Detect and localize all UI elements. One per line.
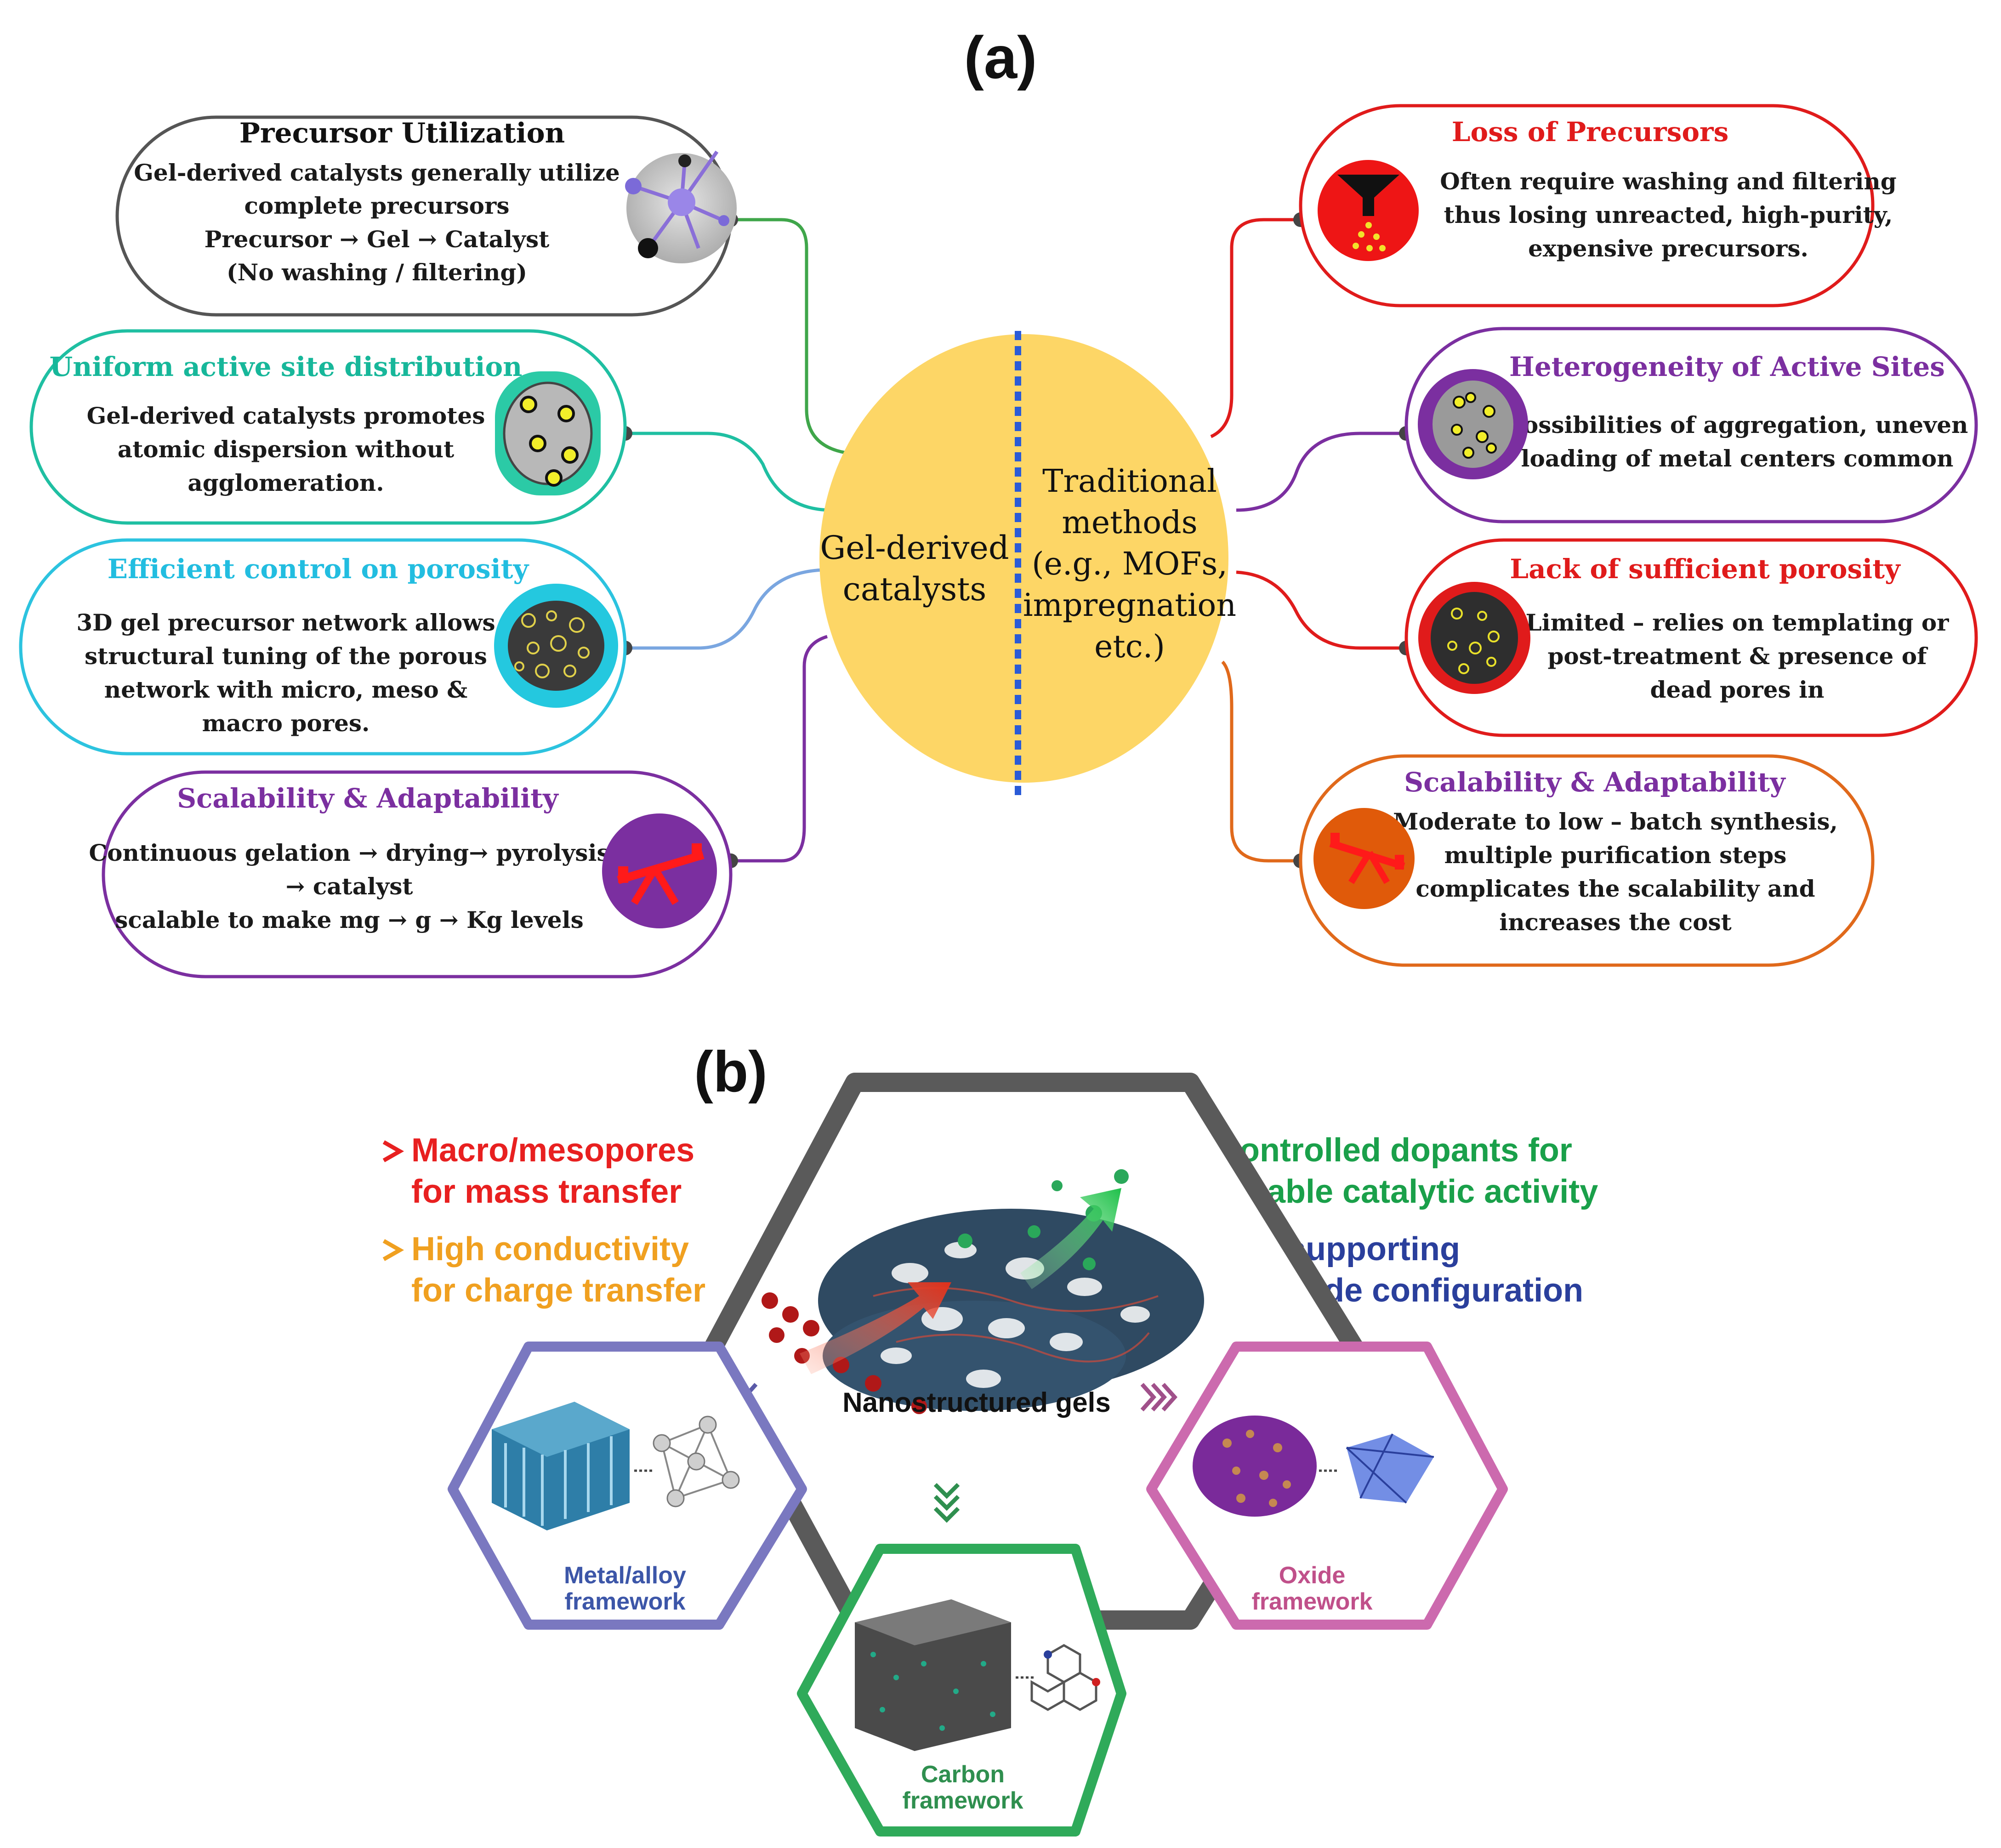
box-uniform-active-site: Uniform active site distribution Gel-der… [29, 329, 627, 525]
svg-text:→ catalyst: → catalyst [286, 873, 413, 900]
molecule-icon [625, 150, 737, 263]
svg-text:framework: framework [903, 1787, 1023, 1814]
center-right-label: Traditional methods (e.g., MOFs, impregn… [1023, 463, 1236, 665]
svg-text:framework: framework [565, 1588, 686, 1615]
gel-network-illustration [762, 1169, 1204, 1414]
svg-text:for mass transfer: for mass transfer [411, 1173, 682, 1210]
box-title: Uniform active site distribution [50, 351, 523, 382]
chevrons-down [933, 1483, 960, 1523]
box-title: Precursor Utilization [239, 117, 565, 149]
connector-heterogeneity [1236, 432, 1406, 512]
svg-text:(e.g., MOFs,: (e.g., MOFs, [1032, 546, 1228, 582]
seesaw-icon [602, 813, 717, 928]
svg-text:tunable catalytic activity: tunable catalytic activity [1216, 1173, 1598, 1210]
svg-text:macro pores.: macro pores. [202, 710, 370, 737]
seesaw-icon [1313, 808, 1415, 909]
svg-text:complete precursors: complete precursors [244, 192, 509, 219]
svg-text:dead pores in: dead pores in [1650, 676, 1825, 703]
carbon-block-illustration [855, 1599, 1100, 1751]
connector-porosity [625, 568, 823, 650]
svg-text:Macro/mesopores: Macro/mesopores [411, 1132, 694, 1169]
box-lack-porosity: Lack of sufficient porosity Limited – re… [1404, 538, 1978, 737]
box-title: Heterogeneity of Active Sites [1509, 351, 1945, 382]
chevrons-right [1140, 1383, 1178, 1411]
svg-text:Gel-derived: Gel-derived [820, 529, 1009, 567]
svg-text:scalable to make mg → g → Kg l: scalable to make mg → g → Kg levels [115, 906, 583, 933]
box-loss-precursors: Loss of Precursors Often require washing… [1299, 104, 1897, 307]
svg-text:Possibilities of aggregation,: Possibilities of aggregation, uneven [1506, 411, 1968, 438]
funnel-icon [1318, 160, 1419, 261]
svg-text:Often require washing and fil: Often require washing and filtering [1440, 168, 1896, 195]
box-title: Scalability & Adaptability [1404, 767, 1786, 798]
box-precursor-utilization: Precursor Utilization Gel-derived cataly… [115, 115, 737, 317]
svg-text:agglomeration.: agglomeration. [188, 469, 384, 496]
svg-text:Gel-derived catalysts generall: Gel-derived catalysts generally utilize [134, 159, 620, 186]
svg-text:catalysts: catalysts [843, 570, 987, 608]
svg-text:Metal/alloy: Metal/alloy [564, 1562, 686, 1589]
svg-text:Precursor → Gel → Catalyst: Precursor → Gel → Catalyst [205, 226, 550, 253]
box-scalability-left: Scalability & Adaptability Continuous ge… [89, 770, 733, 978]
svg-text:etc.): etc.) [1094, 629, 1165, 665]
active-sites-icon [495, 371, 601, 495]
svg-text:(No washing / filtering): (No washing / filtering) [227, 259, 527, 286]
connector-scalability-right [1221, 660, 1301, 863]
svg-text:Traditional: Traditional [1042, 463, 1217, 500]
hex-carbon: Carbon framework [797, 1544, 1126, 1837]
svg-text:Controlled dopants for: Controlled dopants for [1216, 1132, 1572, 1169]
center-circle [819, 334, 1228, 783]
svg-text:Gel-derived catalysts promotes: Gel-derived catalysts promotes [87, 402, 485, 429]
connector-uniform [625, 432, 832, 512]
box-title: Lack of sufficient porosity [1510, 553, 1901, 585]
box-efficient-porosity: Efficient control on porosity 3D gel pre… [19, 538, 627, 756]
porous-network-icon [494, 584, 618, 708]
svg-text:Limited – relies on templating: Limited – relies on templating or [1525, 609, 1949, 636]
svg-text:framework: framework [1252, 1588, 1373, 1615]
svg-text:post-treatment & presence of: post-treatment & presence of [1547, 643, 1928, 670]
hex-metal-alloy: Metal/alloy framework [448, 1342, 807, 1630]
svg-text:Moderate to low – batch synthe: Moderate to low – batch synthesis, [1393, 808, 1838, 835]
box-scalability-right: Scalability & Adaptability Moderate to l… [1299, 754, 1875, 967]
svg-text:for charge transfer: for charge transfer [411, 1272, 705, 1309]
connector-scalability-left [731, 635, 828, 863]
svg-text:thus losing unreacted, high-pu: thus losing unreacted, high-purity, [1444, 201, 1893, 228]
svg-text:increases the cost: increases the cost [1499, 909, 1732, 936]
aggregated-sites-icon [1418, 369, 1528, 479]
svg-text:Oxide: Oxide [1279, 1562, 1346, 1589]
bullet-high-conductivity: High conductivity for charge transfer [382, 1231, 705, 1309]
svg-text:multiple purification steps: multiple purification steps [1444, 842, 1787, 869]
hex-oxide: Oxide framework [1146, 1342, 1508, 1630]
connector-loss [1210, 218, 1301, 438]
svg-text:structural tuning of the poro: structural tuning of the porous [85, 643, 487, 670]
connector-precursor [731, 218, 846, 455]
panel-a-label: (a) [964, 24, 1037, 91]
metal-lattice-illustration [492, 1402, 740, 1530]
center-left-label: Gel-derived catalysts [820, 529, 1009, 608]
box-heterogeneity: Heterogeneity of Active Sites Possibilit… [1404, 327, 1978, 523]
box-title: Scalability & Adaptability [177, 783, 559, 814]
hex-center-label: Nanostructured gels [842, 1387, 1110, 1418]
chevron-right-icon [382, 1140, 404, 1162]
svg-text:loading of metal centers commo: loading of metal centers common [1521, 445, 1953, 472]
svg-text:High conductivity: High conductivity [411, 1231, 689, 1268]
chevron-right-icon [382, 1239, 404, 1261]
bullet-macro-mesopores: Macro/mesopores for mass transfer [382, 1132, 694, 1210]
svg-text:network with micro, meso &: network with micro, meso & [104, 676, 468, 703]
svg-text:atomic dispersion without: atomic dispersion without [118, 436, 454, 463]
bullet-controlled-dopants: Controlled dopants for tunable catalytic… [1189, 1132, 1598, 1210]
svg-text:Continuous gelation → drying→: Continuous gelation → drying→ pyrolysis [89, 839, 609, 866]
oxide-network-illustration [1193, 1416, 1434, 1517]
panel-b-label: (b) [694, 1040, 767, 1104]
svg-text:expensive precursors.: expensive precursors. [1528, 235, 1808, 262]
svg-text:methods: methods [1062, 505, 1197, 541]
connector-lack-porosity [1236, 570, 1406, 650]
svg-text:3D gel precursor network allow: 3D gel precursor network allows [76, 609, 495, 636]
svg-text:complicates the scalability an: complicates the scalability and [1415, 875, 1815, 902]
svg-text:Carbon: Carbon [921, 1761, 1005, 1788]
box-title: Loss of Precursors [1452, 116, 1728, 148]
dead-pores-icon [1418, 582, 1530, 694]
box-title: Efficient control on porosity [108, 553, 530, 585]
svg-text:impregnation: impregnation [1023, 587, 1236, 624]
